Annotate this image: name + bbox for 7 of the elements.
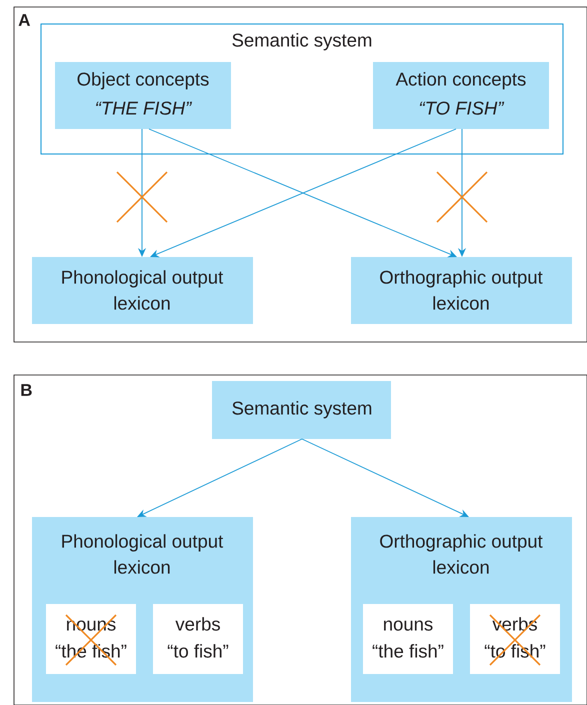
word-box: verbs “to fish” xyxy=(153,604,243,674)
process-box: Orthographic output lexicon xyxy=(351,257,572,324)
word-box: nouns “the fish” xyxy=(363,604,453,674)
process-box: Action concepts “TO FISH” xyxy=(373,62,549,129)
process-box: Semantic system xyxy=(212,381,391,439)
process-box: Object concepts “THE FISH” xyxy=(55,62,231,129)
process-box: Phonological output lexicon xyxy=(32,257,253,324)
